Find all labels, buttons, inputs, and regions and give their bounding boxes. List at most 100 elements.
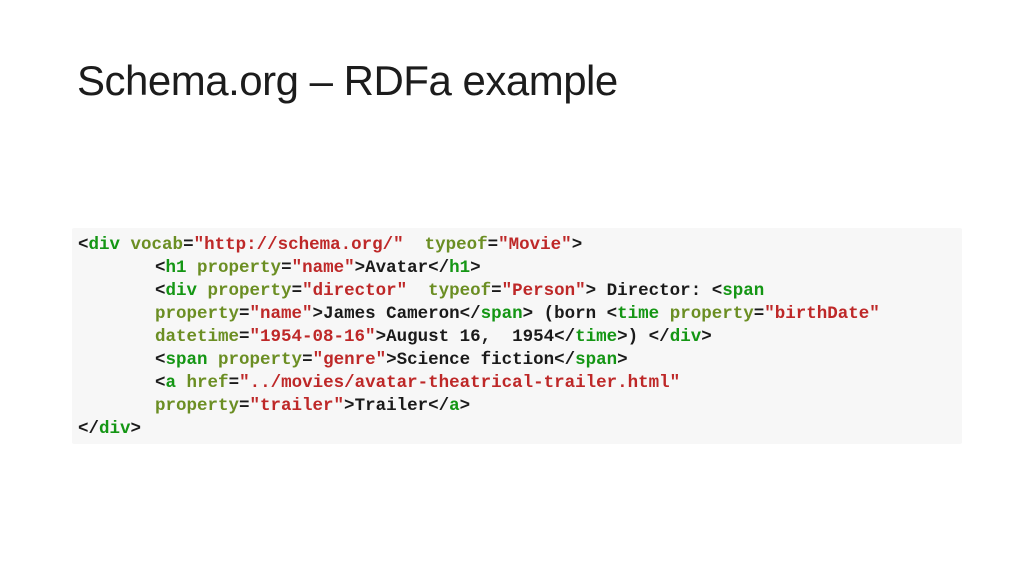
code-line: <a href="../movies/avatar-theatrical-tra… (78, 372, 954, 395)
code-token-text (176, 373, 187, 393)
code-token-tag: h1 (449, 258, 471, 278)
code-token-string: "Movie" (498, 235, 572, 255)
code-token-text: = (228, 373, 240, 393)
code-token-string: "genre" (312, 350, 387, 370)
code-token-text: </ (78, 419, 100, 439)
code-token-text: > (617, 327, 628, 347)
code-token-text: > (617, 350, 628, 370)
code-line: <div vocab="http://schema.org/" typeof="… (78, 234, 954, 257)
code-token-text: Science fiction (396, 350, 555, 370)
code-token-text: < (155, 258, 166, 278)
code-token-text: > (312, 304, 324, 324)
code-line: property="trailer">Trailer</a> (78, 395, 954, 418)
code-token-text: (born (533, 304, 607, 324)
code-token-string: "trailer" (249, 396, 345, 416)
code-token-string: "name" (291, 258, 355, 278)
code-token-text: > (522, 304, 534, 324)
code-token-text: > (386, 350, 397, 370)
code-token-tag: span (480, 304, 523, 324)
code-token-text (187, 258, 198, 278)
code-token-text: Trailer (354, 396, 429, 416)
code-token-text: > (470, 258, 481, 278)
code-token-text: = (291, 281, 303, 301)
code-token-text: > (459, 396, 471, 416)
code-token-text: < (155, 373, 166, 393)
code-token-attribute: property (669, 304, 754, 324)
code-token-attribute: property (207, 281, 292, 301)
code-token-text (404, 235, 425, 255)
code-token-text: = (239, 396, 250, 416)
code-token-attribute: property (155, 304, 240, 324)
code-token-text: = (239, 327, 250, 347)
code-token-text: = (753, 304, 765, 324)
code-token-text: </ (428, 396, 450, 416)
code-token-string: "birthDate" (764, 304, 880, 324)
code-token-text: = (281, 258, 292, 278)
code-token-attribute: property (197, 258, 282, 278)
code-token-string: "http://schema.org/" (193, 235, 404, 255)
code-token-tag: a (165, 373, 177, 393)
code-token-text: </ (554, 327, 576, 347)
code-block: <div vocab="http://schema.org/" typeof="… (72, 228, 962, 444)
code-token-tag: a (449, 396, 460, 416)
code-token-tag: div (99, 419, 131, 439)
code-token-text: = (302, 350, 313, 370)
code-token-text: </ (459, 304, 481, 324)
code-token-tag: h1 (165, 258, 187, 278)
code-token-string: "name" (249, 304, 313, 324)
code-token-text: > (130, 419, 142, 439)
code-token-text: > (571, 235, 583, 255)
code-token-text: = (491, 281, 502, 301)
code-token-text: </ (428, 258, 450, 278)
code-token-text: = (487, 235, 499, 255)
code-line: <span property="genre">Science fiction</… (78, 349, 954, 372)
code-token-text: James Cameron (323, 304, 460, 324)
code-token-tag: span (722, 281, 765, 301)
code-token-text: > (701, 327, 712, 347)
code-token-tag: time (617, 304, 660, 324)
code-token-text: > Director: (585, 281, 712, 301)
code-token-tag: span (165, 350, 208, 370)
code-token-text: ) (627, 327, 649, 347)
code-token-string: "director" (302, 281, 408, 301)
code-token-text: = (239, 304, 250, 324)
code-token-text (659, 304, 670, 324)
code-token-string: "../movies/avatar-theatrical-trailer.htm… (239, 373, 681, 393)
code-token-text: = (183, 235, 194, 255)
code-token-string: "Person" (501, 281, 586, 301)
code-token-tag: span (575, 350, 618, 370)
code-token-text: < (711, 281, 723, 301)
code-line: <div property="director" typeof="Person"… (78, 280, 954, 303)
code-line: datetime="1954-08-16">August 16, 1954</t… (78, 326, 954, 349)
code-token-text: > (375, 327, 387, 347)
code-token-text (208, 350, 219, 370)
code-token-tag: div (669, 327, 702, 347)
slide-title: Schema.org – RDFa example (77, 57, 618, 104)
code-token-attribute: datetime (155, 327, 240, 347)
code-token-attribute: property (218, 350, 303, 370)
code-line: <h1 property="name">Avatar</h1> (78, 257, 954, 280)
code-token-text: < (78, 235, 89, 255)
code-token-text: </ (554, 350, 576, 370)
code-token-string: "1954-08-16" (249, 327, 376, 347)
code-token-text (120, 235, 131, 255)
code-token-text: August 16, 1954 (386, 327, 555, 347)
code-token-text: < (155, 350, 166, 370)
code-token-text: Avatar (365, 258, 429, 278)
code-token-text: < (155, 281, 166, 301)
code-token-tag: div (88, 235, 121, 255)
code-token-attribute: typeof (428, 281, 492, 301)
code-token-attribute: typeof (424, 235, 488, 255)
code-token-attribute: href (186, 373, 229, 393)
code-token-attribute: vocab (130, 235, 184, 255)
code-token-text: > (344, 396, 355, 416)
code-token-tag: time (575, 327, 618, 347)
code-token-text (197, 281, 208, 301)
code-token-attribute: property (155, 396, 240, 416)
code-token-text: </ (648, 327, 670, 347)
code-line: property="name">James Cameron</span> (bo… (78, 303, 954, 326)
code-token-tag: div (165, 281, 198, 301)
code-token-text: < (606, 304, 618, 324)
code-token-text: > (354, 258, 366, 278)
